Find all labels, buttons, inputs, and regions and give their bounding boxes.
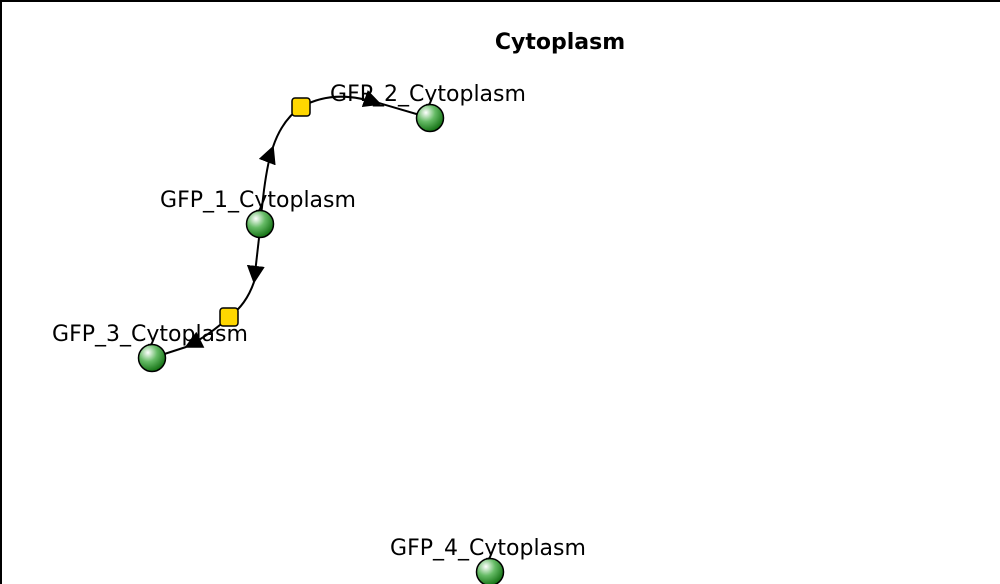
species-gfp2-node[interactable] <box>415 103 445 133</box>
process-node-r2[interactable] <box>219 307 239 327</box>
species-gfp1-node[interactable] <box>245 209 275 239</box>
process-node-r1[interactable] <box>291 97 311 117</box>
species-gfp2[interactable]: GFP_2_Cytoplasm <box>330 82 526 133</box>
species-gfp1-label: GFP_1_Cytoplasm <box>160 188 356 213</box>
species-gfp4[interactable]: GFP_4_Cytoplasm <box>390 536 586 584</box>
species-gfp2-label: GFP_2_Cytoplasm <box>330 82 526 107</box>
species-gfp3-node[interactable] <box>137 343 167 373</box>
species-gfp3-label: GFP_3_Cytoplasm <box>52 322 248 347</box>
reaction-r1-arc-in <box>258 145 276 225</box>
species-gfp4-label: GFP_4_Cytoplasm <box>390 536 586 561</box>
species-gfp4-node[interactable] <box>475 557 505 584</box>
reaction-r2-arc-in <box>246 237 265 284</box>
species-gfp1[interactable]: GFP_1_Cytoplasm <box>160 188 356 239</box>
reaction-r2[interactable] <box>151 237 265 359</box>
species-gfp3[interactable]: GFP_3_Cytoplasm <box>52 322 248 373</box>
compartment-title: Cytoplasm <box>495 30 625 55</box>
